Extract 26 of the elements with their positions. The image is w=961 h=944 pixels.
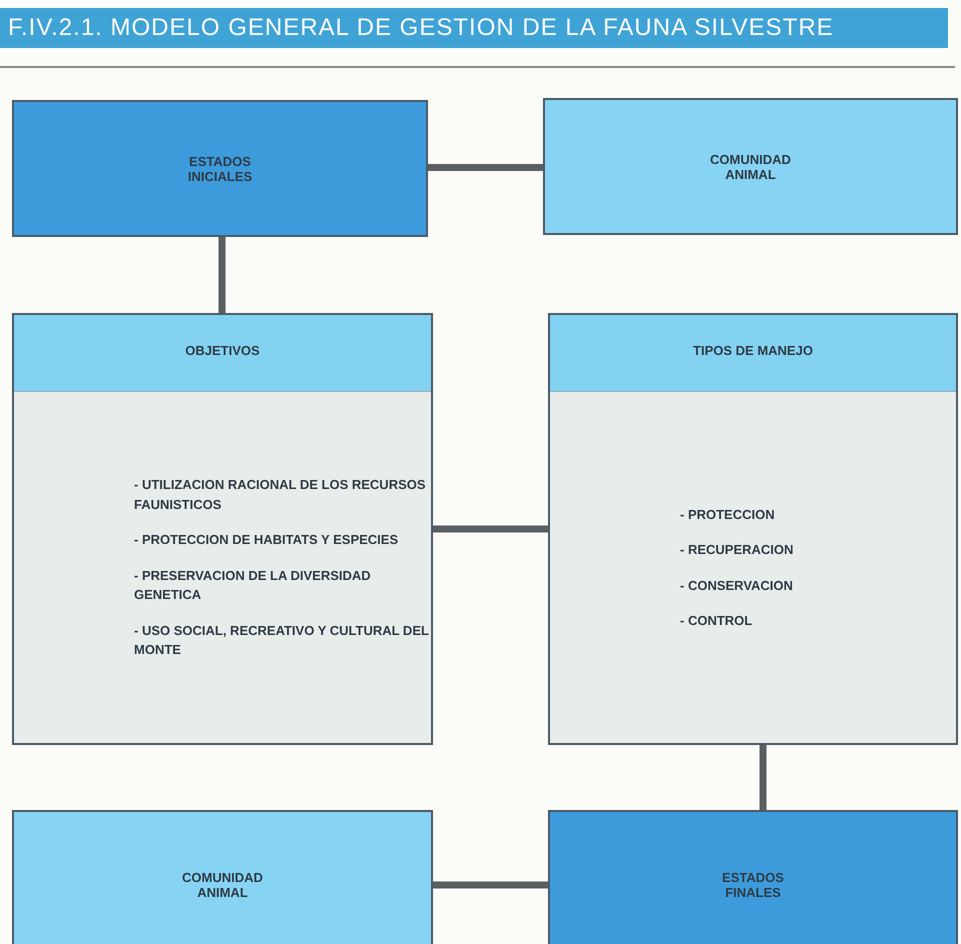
list-item: - PROTECCION bbox=[680, 506, 776, 524]
process-box bbox=[543, 98, 958, 235]
list-item: - USO SOCIAL, RECREATIVO Y CULTURAL DEL MONTE bbox=[134, 622, 430, 660]
connector-line bbox=[433, 526, 548, 532]
connector-line bbox=[760, 745, 766, 810]
list-item: - PRESERVACION DE LA DIVERSIDAD GENETICA bbox=[134, 566, 372, 604]
box-label: COMUNIDAD ANIMAL bbox=[181, 870, 264, 900]
panel-box bbox=[12, 313, 433, 745]
panel-heading: OBJETIVOS bbox=[184, 343, 261, 358]
title-banner: F.IV.2.1. MODELO GENERAL DE GESTION DE LA FAUNA SILVESTRE bbox=[0, 8, 948, 48]
list-item: - RECUPERACION bbox=[680, 541, 794, 559]
connector-line bbox=[433, 882, 548, 888]
box-label: ESTADOS FINALES bbox=[721, 870, 785, 900]
process-box bbox=[12, 810, 433, 944]
process-box bbox=[12, 100, 428, 237]
connector-line bbox=[428, 164, 543, 171]
list-item: - UTILIZACION RACIONAL DE LOS RECURSOS FAUNISTICOS bbox=[134, 476, 427, 514]
panel-heading: TIPOS DE MANEJO bbox=[692, 343, 814, 358]
list-item: - CONSERVACION bbox=[680, 576, 794, 594]
list-item: - CONTROL bbox=[680, 612, 754, 630]
list-item: - PROTECCION DE HABITATS Y ESPECIES bbox=[134, 531, 400, 550]
box-label: COMUNIDAD ANIMAL bbox=[709, 152, 792, 182]
box-label: ESTADOS INICIALES bbox=[186, 154, 254, 184]
process-box bbox=[548, 810, 958, 944]
panel-box bbox=[548, 313, 958, 745]
connector-line bbox=[218, 237, 226, 313]
